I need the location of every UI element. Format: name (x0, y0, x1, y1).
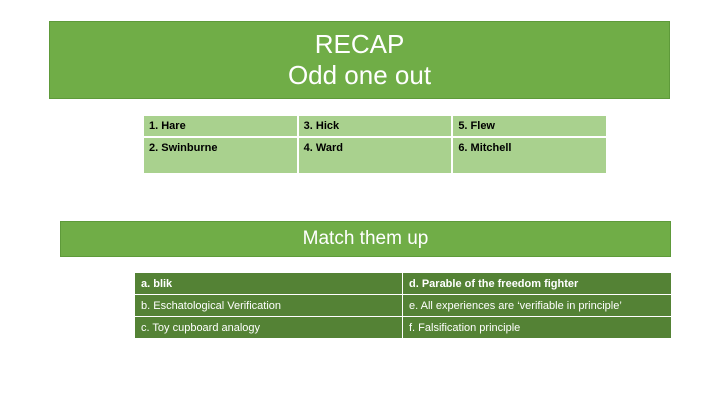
table-cell: 5. Flew (451, 114, 608, 138)
table-cell: 3. Hick (296, 114, 454, 138)
table-row: b. Eschatological Verification e. All ex… (134, 294, 672, 317)
table-row: 2. Swinburne 4. Ward 6. Mitchell (142, 136, 608, 175)
table-cell: 1. Hare (142, 114, 299, 138)
table-cell: c. Toy cupboard analogy (134, 316, 403, 339)
table-cell: d. Parable of the freedom fighter (402, 272, 672, 295)
table-cell: b. Eschatological Verification (134, 294, 403, 317)
table-cell: 4. Ward (296, 136, 454, 175)
table-row: a. blik d. Parable of the freedom fighte… (134, 272, 672, 295)
table-cell: e. All experiences are ‘verifiable in pr… (402, 294, 672, 317)
title-line-1: RECAP (314, 29, 405, 59)
table-row: c. Toy cupboard analogy f. Falsification… (134, 316, 672, 339)
title-line-2: Odd one out (287, 60, 432, 90)
table-row: 1. Hare 3. Hick 5. Flew (142, 114, 608, 138)
table-cell: a. blik (134, 272, 403, 295)
match-heading: Match them up (302, 228, 429, 249)
recap-title-box: RECAP Odd one out (49, 21, 670, 99)
odd-one-out-table: 1. Hare 3. Hick 5. Flew 2. Swinburne 4. … (142, 114, 608, 175)
match-table: a. blik d. Parable of the freedom fighte… (134, 272, 672, 339)
table-cell: f. Falsification principle (402, 316, 672, 339)
match-heading-box: Match them up (60, 221, 671, 257)
table-cell: 2. Swinburne (142, 136, 299, 175)
table-cell: 6. Mitchell (451, 136, 608, 175)
